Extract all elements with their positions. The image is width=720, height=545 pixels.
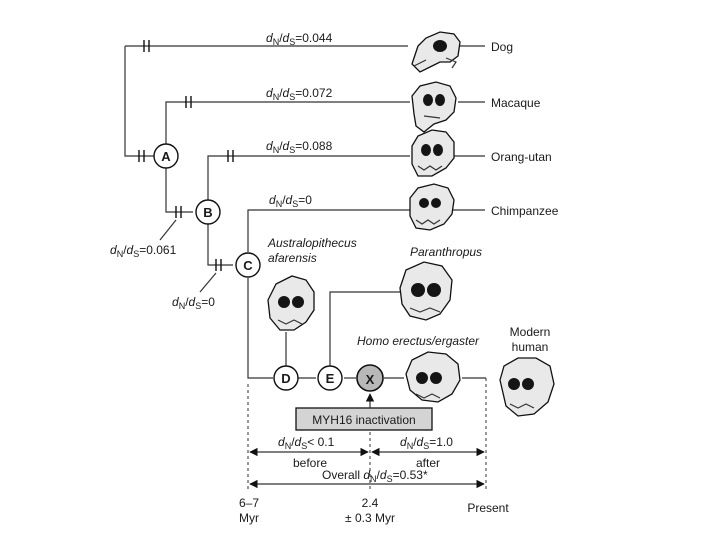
node-c-label: C <box>243 258 253 273</box>
tick-b-c <box>215 259 222 271</box>
tick-root <box>138 150 145 162</box>
modern-human-skull-icon <box>499 357 555 417</box>
label-before: before <box>293 456 327 470</box>
node-b: B <box>195 199 221 225</box>
tick-orangutan <box>227 150 234 162</box>
ratio-b-c: dN/dS=0 <box>172 295 215 311</box>
b-c-branch <box>207 224 233 266</box>
node-x-label: X <box>366 372 375 387</box>
chimpanzee-branch <box>247 209 410 252</box>
branch-tick-marks <box>138 40 234 271</box>
timeline-start-line1: 6–7 <box>239 496 259 510</box>
timeline-mid-line1: 2.4 <box>362 496 379 510</box>
leader-b-c <box>199 272 217 293</box>
paranthropus-skull-icon <box>399 261 453 321</box>
ratio-macaque: dN/dS=0.072 <box>266 86 333 102</box>
node-x: X <box>356 364 384 392</box>
label-dog: Dog <box>491 40 513 54</box>
ratio-orangutan: dN/dS=0.088 <box>266 139 333 155</box>
node-b-label: B <box>203 205 212 220</box>
ratio-after: dN/dS=1.0 <box>400 435 453 451</box>
timeline-mid-line2: ± 0.3 Myr <box>345 511 395 525</box>
ratio-before: dN/dS< 0.1 <box>278 435 335 451</box>
chimpanzee-skull-icon <box>409 183 455 231</box>
label-modern-human-line2: human <box>512 340 549 354</box>
label-after: after <box>416 456 440 470</box>
macaque-branch <box>165 101 410 144</box>
label-chimpanzee: Chimpanzee <box>491 204 559 218</box>
label-afarensis: afarensis <box>268 251 317 265</box>
australopithecus-skull-icon <box>267 275 315 331</box>
root-branch <box>124 46 155 157</box>
a-b-branch <box>165 168 193 213</box>
tick-a-b <box>175 206 182 218</box>
orangutan-skull-icon <box>411 129 455 177</box>
macaque-skull-icon <box>411 81 457 133</box>
node-e: E <box>317 365 343 391</box>
node-e-label: E <box>326 371 335 386</box>
node-d: D <box>273 365 299 391</box>
ratio-overall: Overall dN/dS=0.53* <box>322 468 428 484</box>
ratio-a-b: dN/dS=0.061 <box>110 243 177 259</box>
ratio-chimpanzee: dN/dS=0 <box>269 193 312 209</box>
label-homo-erectus: Homo erectus/ergaster <box>357 334 480 348</box>
label-orangutan: Orang-utan <box>491 150 552 164</box>
label-australopithecus: Australopithecus <box>267 236 357 250</box>
label-modern-human-line1: Modern <box>510 325 551 339</box>
timeline-start-line2: Myr <box>239 511 259 525</box>
node-a: A <box>153 143 179 169</box>
timeline-end: Present <box>467 501 509 515</box>
c-human-branch <box>247 278 273 379</box>
label-macaque: Macaque <box>491 96 541 110</box>
inactivation-box <box>295 407 433 431</box>
e-paranthropus-link <box>329 291 400 366</box>
ratio-dog: dN/dS=0.044 <box>266 31 333 47</box>
node-c: C <box>235 252 261 278</box>
tick-dog <box>143 40 150 52</box>
node-a-label: A <box>161 149 171 164</box>
tree-branches <box>124 45 486 379</box>
orangutan-branch <box>207 155 410 200</box>
leader-a-b <box>159 219 177 241</box>
inactivation-label: MYH16 inactivation <box>312 413 415 427</box>
label-paranthropus: Paranthropus <box>410 245 482 259</box>
timeline <box>247 378 487 490</box>
node-d-label: D <box>281 371 290 386</box>
dog-skull-icon <box>411 31 461 73</box>
homo-erectus-skull-icon <box>405 351 461 403</box>
tick-macaque <box>185 96 192 108</box>
